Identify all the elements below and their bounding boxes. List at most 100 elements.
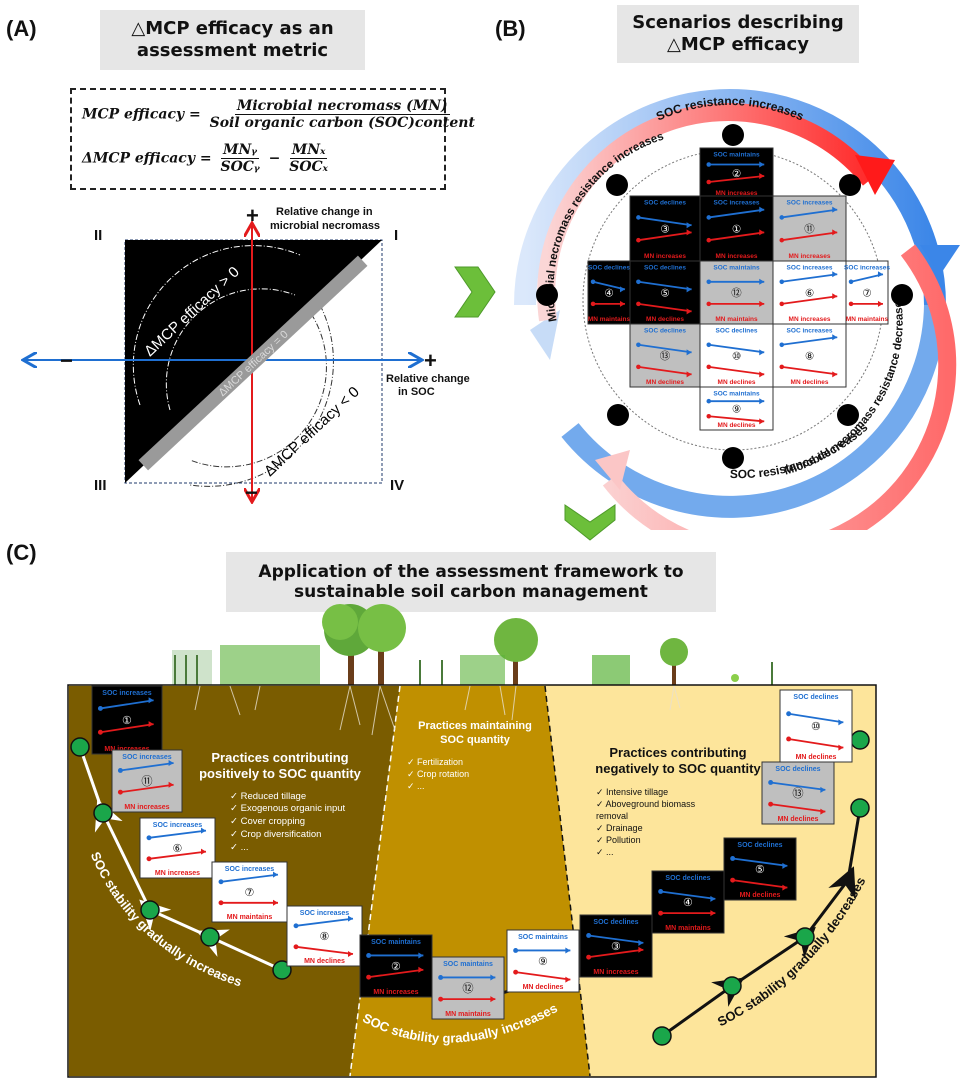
soc-start-dot bbox=[779, 342, 785, 348]
card-mn-label: MN maintains bbox=[846, 316, 889, 323]
soc-start-dot bbox=[636, 215, 641, 220]
negative-practice-list: Intensive tillageAboveground biomass rem… bbox=[596, 786, 706, 859]
seedling-icon bbox=[731, 674, 739, 682]
card-soc-label: SOC increases bbox=[122, 754, 172, 761]
card-mn-label: MN increases bbox=[593, 969, 638, 976]
mn-start-dot bbox=[590, 301, 596, 307]
soc-arrowhead bbox=[686, 349, 692, 356]
soc-arrowhead bbox=[832, 271, 838, 278]
card-background bbox=[629, 323, 701, 388]
card-mn-label: MN declines bbox=[646, 316, 684, 323]
mn-trend-arrow bbox=[781, 295, 838, 305]
soc-arrowhead bbox=[832, 334, 838, 341]
practice-item: ... bbox=[596, 846, 706, 858]
card-number: ⑦ bbox=[862, 288, 871, 299]
card-mn-label: MN maintains bbox=[445, 1011, 491, 1018]
soc-ring-arrowhead bbox=[920, 245, 960, 275]
card-number: ⑪ bbox=[141, 775, 152, 788]
formula2-fraction-x: MNₓ SOCₓ bbox=[287, 142, 330, 175]
soc-start-dot bbox=[706, 162, 712, 167]
mn-start-dot bbox=[706, 237, 712, 243]
card-soc-label: SOC declines bbox=[644, 328, 686, 335]
soc-trend-arrow bbox=[638, 280, 692, 291]
card-background bbox=[629, 260, 701, 325]
mn-increase-ring bbox=[537, 103, 878, 322]
formula1-lhs: MCP efficacy = bbox=[82, 106, 201, 123]
mn-arrowhead bbox=[148, 721, 154, 728]
card-background bbox=[211, 861, 288, 923]
mn-start-dot bbox=[218, 900, 224, 906]
soc-arrowhead bbox=[148, 697, 154, 704]
soc-trend-arrow bbox=[788, 712, 844, 724]
card-mn-label: MN declines bbox=[646, 379, 684, 386]
soc-trend-arrow bbox=[592, 280, 626, 291]
card-soc-label: SOC increases bbox=[844, 265, 890, 272]
mn-arrowhead bbox=[759, 173, 765, 179]
card-soc-label: SOC maintains bbox=[443, 961, 493, 968]
mn-start-dot bbox=[768, 801, 774, 807]
soc-trend-arrow bbox=[850, 273, 884, 283]
mn-trend-arrow bbox=[788, 738, 844, 749]
card-mn-label: MN declines bbox=[740, 892, 781, 899]
card-soc-label: SOC increases bbox=[714, 200, 760, 207]
mn-start-dot bbox=[293, 944, 299, 950]
formula2-den-x: SOCₓ bbox=[289, 159, 328, 175]
soc-start-dot bbox=[97, 705, 103, 711]
card-mn-label: MN declines bbox=[778, 816, 819, 823]
mn-arrowhead bbox=[490, 996, 496, 1003]
soc-arrowhead bbox=[348, 915, 353, 922]
card-mn-label: MN maintains bbox=[715, 316, 758, 323]
card-soc-label: SOC declines bbox=[775, 766, 820, 773]
soc-arrowhead bbox=[273, 871, 278, 878]
card-number: ⑥ bbox=[172, 843, 182, 855]
maintaining-title-1: Practices maintaining bbox=[418, 720, 532, 732]
practice-item: Drainage bbox=[596, 822, 706, 834]
card-number: ⑩ bbox=[811, 721, 821, 733]
soc-arrowhead bbox=[759, 161, 765, 168]
mn-start-dot bbox=[438, 996, 444, 1002]
mn-start-dot bbox=[779, 301, 785, 307]
mn-trend-arrow bbox=[781, 365, 838, 376]
practice-item: Aboveground biomass removal bbox=[596, 798, 706, 822]
mn-arrowhead bbox=[348, 951, 353, 957]
mn-arrowhead bbox=[686, 229, 692, 236]
soc-start-dot bbox=[366, 953, 372, 958]
mn-arrowhead bbox=[782, 884, 788, 891]
card-mn-label: MN increases bbox=[124, 804, 169, 811]
soc-decrease-ring bbox=[561, 304, 946, 518]
card-background bbox=[506, 929, 580, 993]
mn-start-dot bbox=[146, 856, 152, 862]
roots bbox=[194, 685, 681, 736]
card-background bbox=[699, 195, 774, 262]
quadrant-III: III bbox=[94, 477, 107, 494]
soc-start-dot bbox=[590, 279, 596, 285]
positive-arc-inner bbox=[165, 288, 296, 411]
soc-trend-arrow bbox=[120, 762, 174, 772]
scenario-card-11: SOC increases MN increases ⑪ bbox=[111, 749, 183, 813]
soc-trend-arrow bbox=[220, 873, 279, 883]
card-mn-label: MN declines bbox=[796, 754, 837, 761]
card-soc-label: SOC increases bbox=[153, 822, 203, 829]
mn-arrowhead bbox=[619, 300, 625, 307]
panel-a-title-line1: △MCP efficacy as an bbox=[131, 18, 334, 40]
panel-c-label: (C) bbox=[6, 540, 37, 565]
card-soc-label: SOC declines bbox=[644, 265, 686, 272]
panel-b-title-line1: Scenarios describing bbox=[632, 12, 844, 34]
mn-arrowhead bbox=[877, 300, 883, 307]
soc-arrowhead bbox=[820, 786, 826, 793]
card-soc-label: SOC increases bbox=[300, 910, 350, 917]
card-mn-label: MN increases bbox=[789, 253, 831, 260]
card-background bbox=[651, 870, 725, 934]
formula2-lhs: ΔMCP efficacy = bbox=[82, 150, 212, 167]
card-number: ⑬ bbox=[792, 787, 803, 800]
soc-arrowhead bbox=[490, 974, 496, 981]
formula2-minus: − bbox=[268, 150, 281, 167]
practice-item: Crop rotation bbox=[407, 768, 555, 780]
